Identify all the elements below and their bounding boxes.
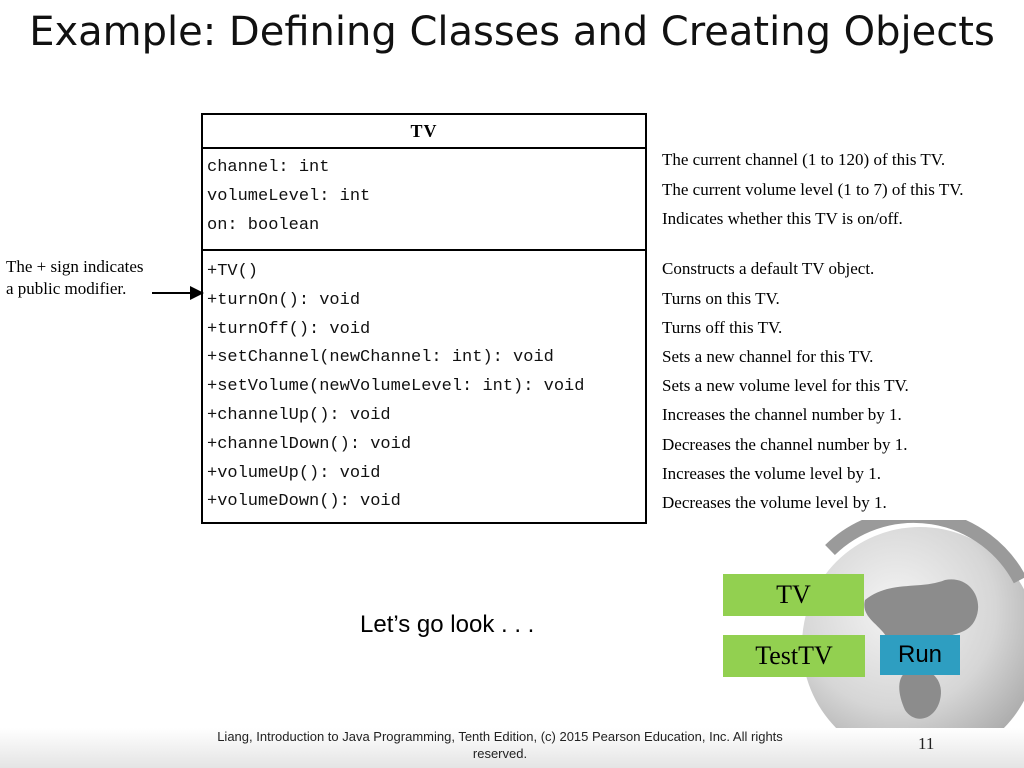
uml-method: +volumeUp(): void bbox=[207, 463, 381, 483]
method-description: Increases the channel number by 1. bbox=[662, 405, 902, 424]
uml-class-name: TV bbox=[203, 115, 645, 149]
method-description: Turns on this TV. bbox=[662, 289, 780, 308]
method-description: Turns off this TV. bbox=[662, 318, 783, 337]
testtv-button[interactable]: TestTV bbox=[723, 635, 865, 677]
uml-methods: +TV() +turnOn(): void +turnOff(): void +… bbox=[203, 251, 645, 517]
footer-copyright: Liang, Introduction to Java Programming,… bbox=[217, 729, 783, 761]
uml-class-box: TV channel: int volumeLevel: int on: boo… bbox=[201, 113, 647, 524]
attribute-description: The current volume level (1 to 7) of thi… bbox=[662, 180, 964, 199]
lets-go-text: Let’s go look . . . bbox=[360, 611, 535, 638]
tv-button[interactable]: TV bbox=[723, 574, 864, 616]
uml-method: +channelUp(): void bbox=[207, 405, 391, 425]
arrow-right-icon bbox=[152, 286, 204, 300]
uml-attribute: on: boolean bbox=[207, 215, 320, 235]
uml-method: +volumeDown(): void bbox=[207, 492, 401, 512]
attribute-description: The current channel (1 to 120) of this T… bbox=[662, 150, 946, 169]
note-line: a public modifier. bbox=[6, 279, 127, 298]
uml-attribute: volumeLevel: int bbox=[207, 186, 371, 206]
method-description: Constructs a default TV object. bbox=[662, 259, 875, 278]
method-description: Sets a new volume level for this TV. bbox=[662, 376, 909, 395]
method-description: Sets a new channel for this TV. bbox=[662, 347, 874, 366]
slide-title: Example: Defining Classes and Creating O… bbox=[29, 9, 995, 55]
method-description: Decreases the volume level by 1. bbox=[662, 493, 887, 512]
attribute-description: Indicates whether this TV is on/off. bbox=[662, 209, 903, 228]
footer-bar bbox=[0, 728, 1024, 768]
method-description: Decreases the channel number by 1. bbox=[662, 435, 908, 454]
public-modifier-note: The + sign indicates a public modifier. bbox=[6, 256, 144, 300]
run-button[interactable]: Run bbox=[880, 635, 960, 675]
page-number: 11 bbox=[918, 734, 935, 753]
uml-attributes: channel: int volumeLevel: int on: boolea… bbox=[203, 149, 645, 251]
uml-method: +turnOn(): void bbox=[207, 290, 361, 310]
globe-decoration bbox=[802, 520, 1024, 740]
uml-method: +TV() bbox=[207, 262, 259, 281]
uml-method: +turnOff(): void bbox=[207, 319, 371, 339]
note-line: The + sign indicates bbox=[6, 257, 144, 276]
uml-method: +channelDown(): void bbox=[207, 434, 412, 454]
uml-method: +setChannel(newChannel: int): void bbox=[207, 348, 554, 368]
uml-method: +setVolume(newVolumeLevel: int): void bbox=[207, 377, 585, 397]
method-description: Increases the volume level by 1. bbox=[662, 464, 882, 483]
uml-attribute: channel: int bbox=[207, 158, 330, 177]
